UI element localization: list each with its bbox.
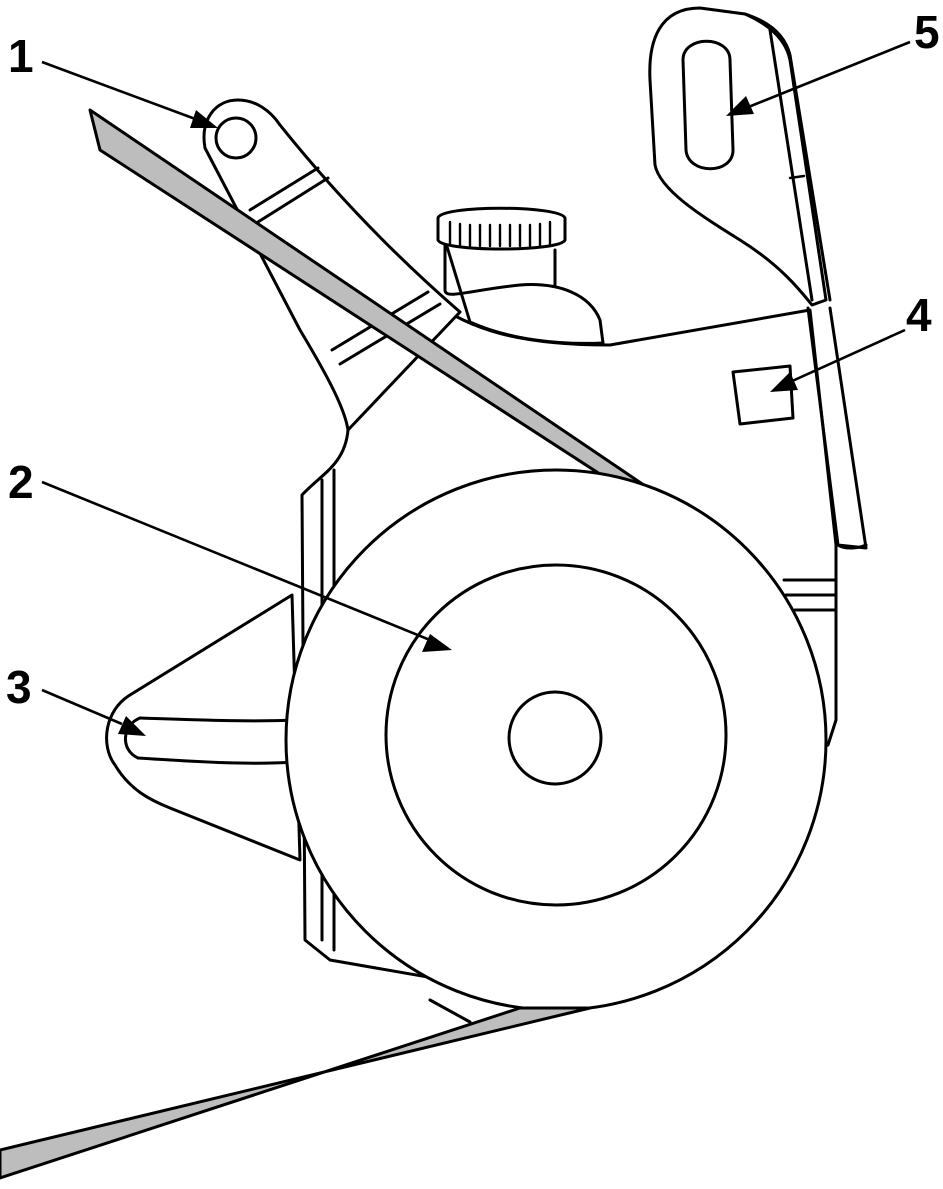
- tensioner-arm: [202, 98, 462, 432]
- drive-belt-lower: [0, 1006, 592, 1180]
- callout-5: 5: [726, 6, 940, 116]
- callout-4: 4: [770, 289, 932, 392]
- callout-number: 5: [914, 6, 940, 58]
- callout-number: 4: [906, 289, 932, 341]
- callout-number: 2: [8, 456, 34, 508]
- callout-number: 3: [6, 661, 32, 713]
- callout-3: 3: [6, 661, 146, 736]
- callout-number: 1: [8, 30, 34, 82]
- callout-1: 1: [8, 30, 218, 128]
- idler-pulley: [284, 468, 828, 1012]
- filler-cap-ribs: [448, 220, 552, 248]
- slotted-bracket: [648, 6, 832, 307]
- callout-2: 2: [8, 456, 452, 652]
- lower-lever: [105, 593, 302, 862]
